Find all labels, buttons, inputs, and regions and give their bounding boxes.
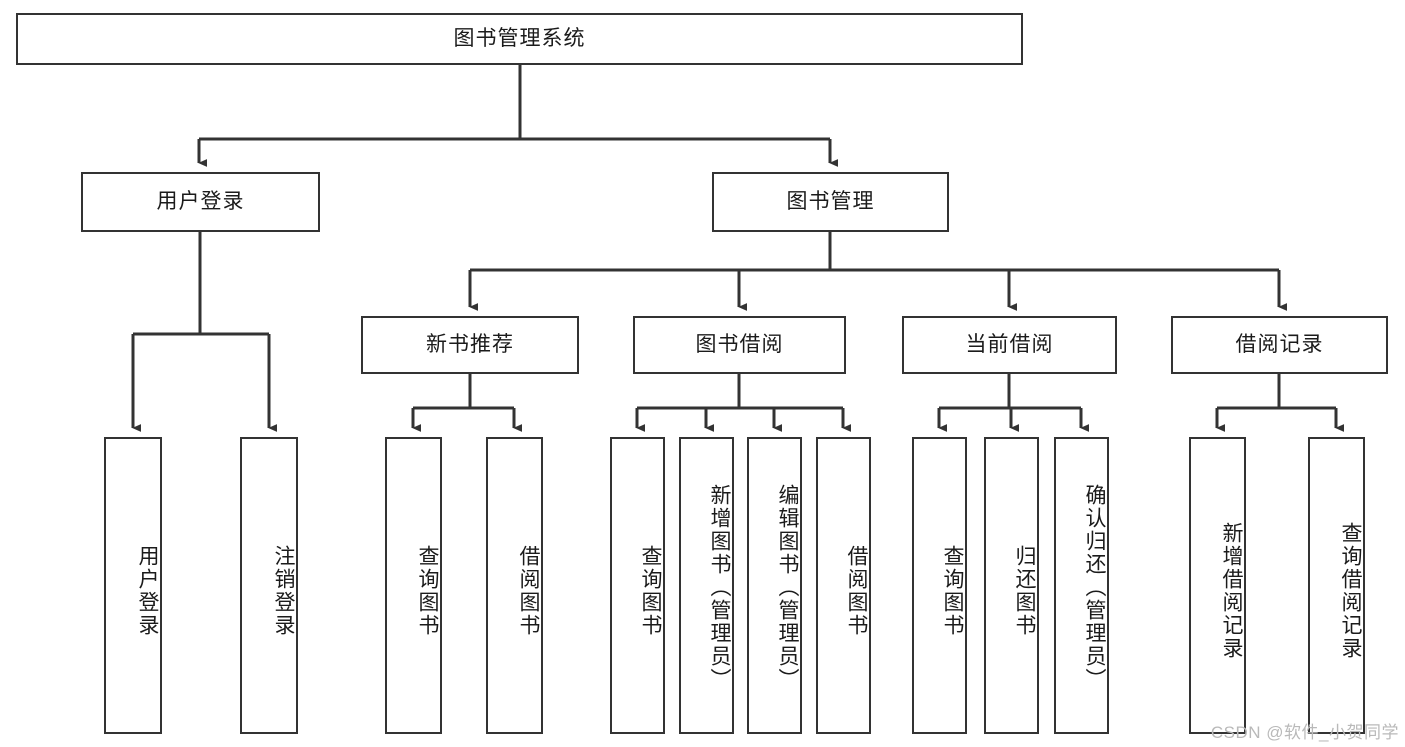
node-leaf-query-record[interactable]: 查询借阅记录 <box>1308 437 1365 734</box>
node-root[interactable]: 图书管理系统 <box>16 13 1023 65</box>
node-leaf-confirm-return[interactable]: 确认归还（管理员） <box>1054 437 1109 734</box>
node-leaf-borrow-book[interactable]: 借阅图书 <box>816 437 871 734</box>
node-leaf-add-record[interactable]: 新增借阅记录 <box>1189 437 1246 734</box>
node-leaf-return-book[interactable]: 归还图书 <box>984 437 1039 734</box>
node-leaf-edit-book[interactable]: 编辑图书（管理员） <box>747 437 802 734</box>
node-leaf-user-logout[interactable]: 注销登录 <box>240 437 298 734</box>
node-leaf-query-book-cur[interactable]: 查询图书 <box>912 437 967 734</box>
node-borrow-record[interactable]: 借阅记录 <box>1171 316 1388 374</box>
node-user-login[interactable]: 用户登录 <box>81 172 320 232</box>
node-current-borrow[interactable]: 当前借阅 <box>902 316 1117 374</box>
node-book-borrow[interactable]: 图书借阅 <box>633 316 846 374</box>
node-leaf-borrow-book-rec[interactable]: 借阅图书 <box>486 437 543 734</box>
node-new-book-recommend[interactable]: 新书推荐 <box>361 316 579 374</box>
node-leaf-user-login[interactable]: 用户登录 <box>104 437 162 734</box>
node-leaf-add-book[interactable]: 新增图书（管理员） <box>679 437 734 734</box>
node-leaf-query-book-rec[interactable]: 查询图书 <box>385 437 442 734</box>
node-book-manage[interactable]: 图书管理 <box>712 172 949 232</box>
node-leaf-query-book-borrow[interactable]: 查询图书 <box>610 437 665 734</box>
